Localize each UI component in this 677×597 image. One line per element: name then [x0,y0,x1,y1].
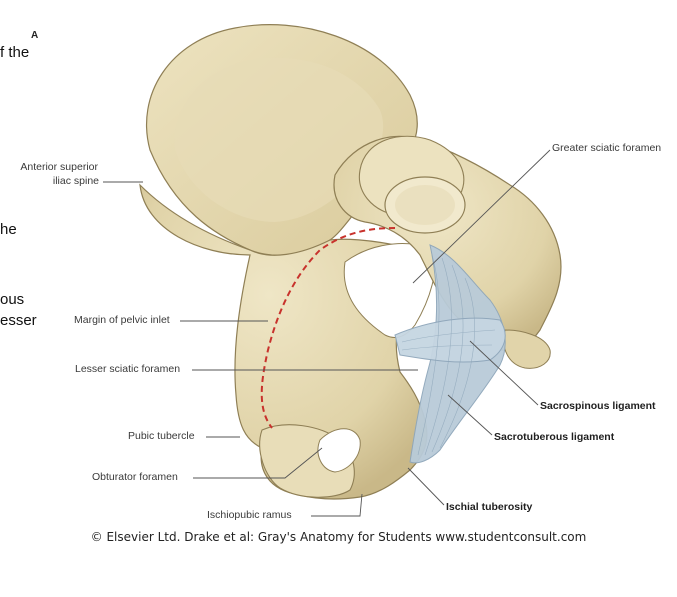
coccyx [503,329,551,369]
side-text-2: he [0,221,17,238]
side-text-1: f the [0,44,30,61]
leader-obturator [193,447,323,479]
leader-sacrotuberous [447,394,493,436]
side-text-4: esser [0,312,37,329]
obturator-foramen-shape [317,428,361,473]
copyright-credit: © Elsevier Ltd. Drake et al: Gray's Anat… [90,530,587,544]
leader-sacrospinous [469,340,539,406]
pelvic-inlet-margin [260,227,396,429]
leader-ischial-tuberosity [407,467,445,506]
label-obturator: Obturator foramen [92,471,178,483]
label-asis-1: Anterior superior [20,161,98,173]
leader-ischiopubic [311,493,363,517]
side-text-3: ous [0,291,25,308]
label-sacrospinous: Sacrospinous ligament [540,400,656,412]
sacrospinous-ligament [394,317,506,363]
greater-sciatic-opening [343,243,436,338]
label-lesser-sciatic: Lesser sciatic foramen [75,363,181,375]
label-greater-sciatic: Greater sciatic foramen [552,142,662,154]
label-sacrotuberous: Sacrotuberous ligament [494,431,615,443]
label-asis-2: iliac spine [52,175,99,187]
panel-letter: A [31,30,39,41]
label-margin-inlet: Margin of pelvic inlet [74,314,170,326]
leader-lines [103,149,551,517]
leader-greater-sciatic [412,149,551,284]
label-ischiopubic: Ischiopubic ramus [207,509,292,521]
iliac-fossa-shadow [174,57,384,222]
label-pubic-tubercle: Pubic tubercle [128,430,195,442]
label-ischial-tuberosity: Ischial tuberosity [446,501,533,513]
